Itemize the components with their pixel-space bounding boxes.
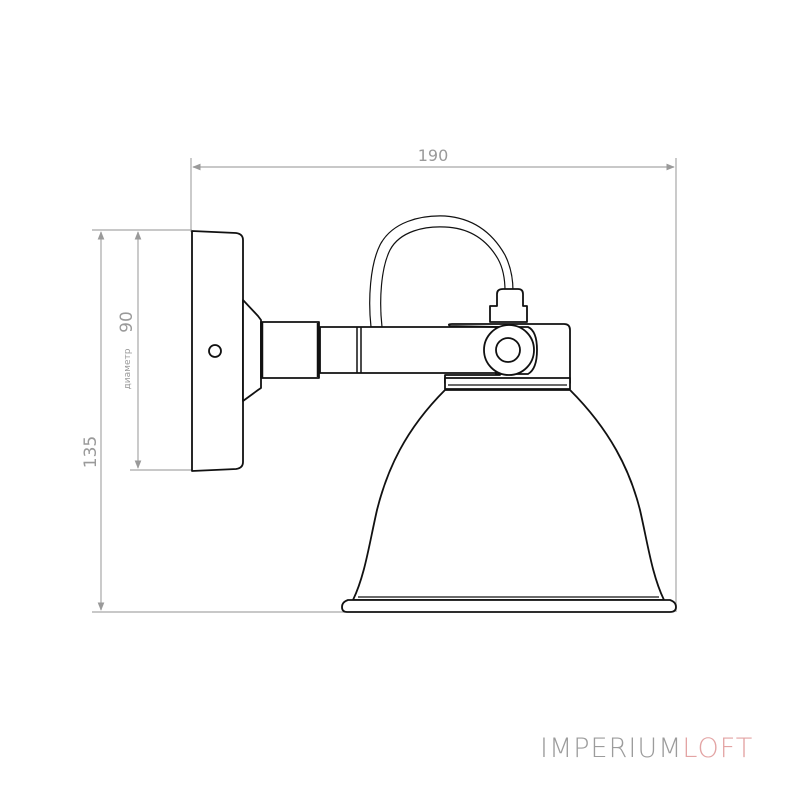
shade-rim <box>341 599 677 613</box>
shade <box>352 389 665 601</box>
brand-logo: IMPERIUMLOFT <box>540 733 753 764</box>
shade-collar <box>444 377 571 390</box>
diameter-value-label: 90 <box>117 311 137 333</box>
pivot-knob-center <box>495 337 521 363</box>
dimension-lines <box>92 158 677 613</box>
cable-gland <box>489 288 528 323</box>
arm <box>319 326 501 374</box>
width-label: 190 <box>418 146 449 165</box>
brand-name-primary: IMPERIUM <box>540 733 683 764</box>
brand-name-accent: LOFT <box>682 733 754 764</box>
mounting-screw-hole <box>208 344 222 358</box>
arm-base-cone <box>242 299 262 402</box>
lamp-outline <box>191 215 677 613</box>
diameter-text-label: диаметр <box>123 348 133 389</box>
arm-connector-sleeve <box>260 321 320 379</box>
height-label: 135 <box>81 436 101 468</box>
